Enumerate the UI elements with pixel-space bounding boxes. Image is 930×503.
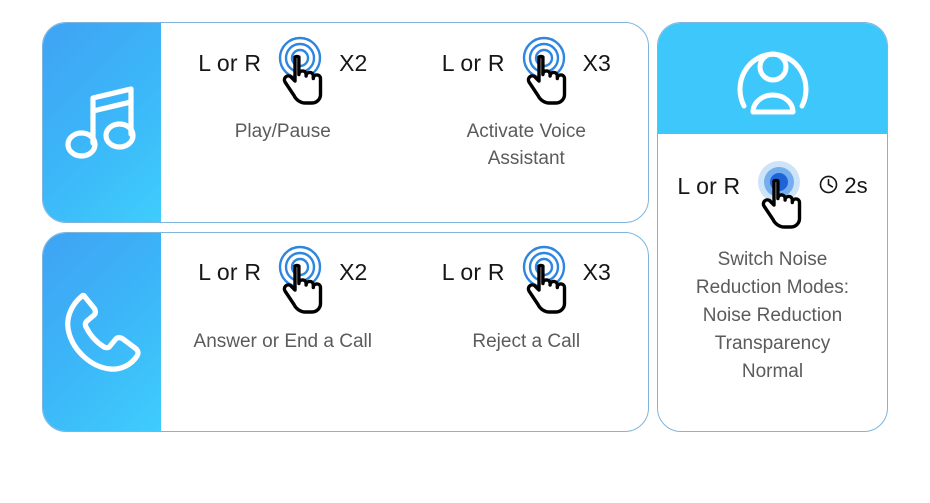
- gesture-row: L or R X3: [441, 244, 611, 325]
- press-hold-touch-icon: [748, 158, 810, 239]
- gesture-card-phone: L or R X2: [42, 231, 649, 432]
- category-panel-phone: [43, 232, 161, 431]
- gesture-card-noise-control: L or R: [657, 22, 888, 432]
- action-caption: Activate Voice Assistant: [466, 121, 586, 169]
- gesture-row: L or R X2: [198, 35, 368, 116]
- category-panel-music: [43, 23, 161, 222]
- left-card-column: L or R X2: [42, 22, 649, 432]
- action-caption: Reject a Call: [472, 330, 581, 352]
- side-label: L or R: [441, 259, 505, 285]
- user-avatar-icon: [725, 33, 821, 124]
- side-label: L or R: [198, 49, 262, 76]
- category-panel-user: [658, 23, 887, 134]
- clock-icon: [818, 174, 839, 199]
- tap-touch-icon: [513, 35, 575, 116]
- tap-count-label: X3: [582, 49, 611, 76]
- gesture-card-noise-control-body: L or R: [658, 134, 887, 431]
- action-answer-or-end-call[interactable]: L or R X2: [161, 233, 405, 356]
- action-play-pause[interactable]: L or R X2: [161, 23, 405, 146]
- music-note-icon: [65, 80, 139, 164]
- hold-duration-label: 2s: [844, 173, 868, 198]
- gesture-row: L or R: [677, 158, 868, 239]
- action-activate-voice-assistant[interactable]: L or R X3: [405, 23, 649, 173]
- hold-duration: 2s: [818, 173, 868, 199]
- tap-touch-icon: [513, 244, 575, 325]
- side-label: L or R: [198, 259, 262, 285]
- gesture-card-music-body: L or R X2: [161, 23, 648, 222]
- gesture-row: L or R X3: [441, 35, 611, 116]
- side-label: L or R: [677, 172, 741, 199]
- phone-handset-icon: [61, 289, 143, 375]
- tap-touch-icon: [269, 35, 331, 116]
- gesture-card-phone-body: L or R X2: [161, 233, 648, 432]
- action-caption: Switch Noise Reduction Modes: Noise Redu…: [695, 249, 850, 382]
- action-reject-call[interactable]: L or R X3: [405, 233, 649, 356]
- tap-count-label: X2: [339, 259, 368, 285]
- gesture-row: L or R X2: [198, 244, 368, 325]
- tap-touch-icon: [269, 244, 331, 325]
- action-caption: Play/Pause: [234, 121, 331, 142]
- tap-count-label: X3: [582, 259, 611, 285]
- action-caption: Answer or End a Call: [193, 330, 372, 352]
- action-switch-noise-modes[interactable]: L or R: [677, 158, 868, 431]
- tap-count-label: X2: [339, 49, 368, 76]
- side-label: L or R: [441, 49, 505, 76]
- gesture-card-music: L or R X2: [42, 22, 649, 223]
